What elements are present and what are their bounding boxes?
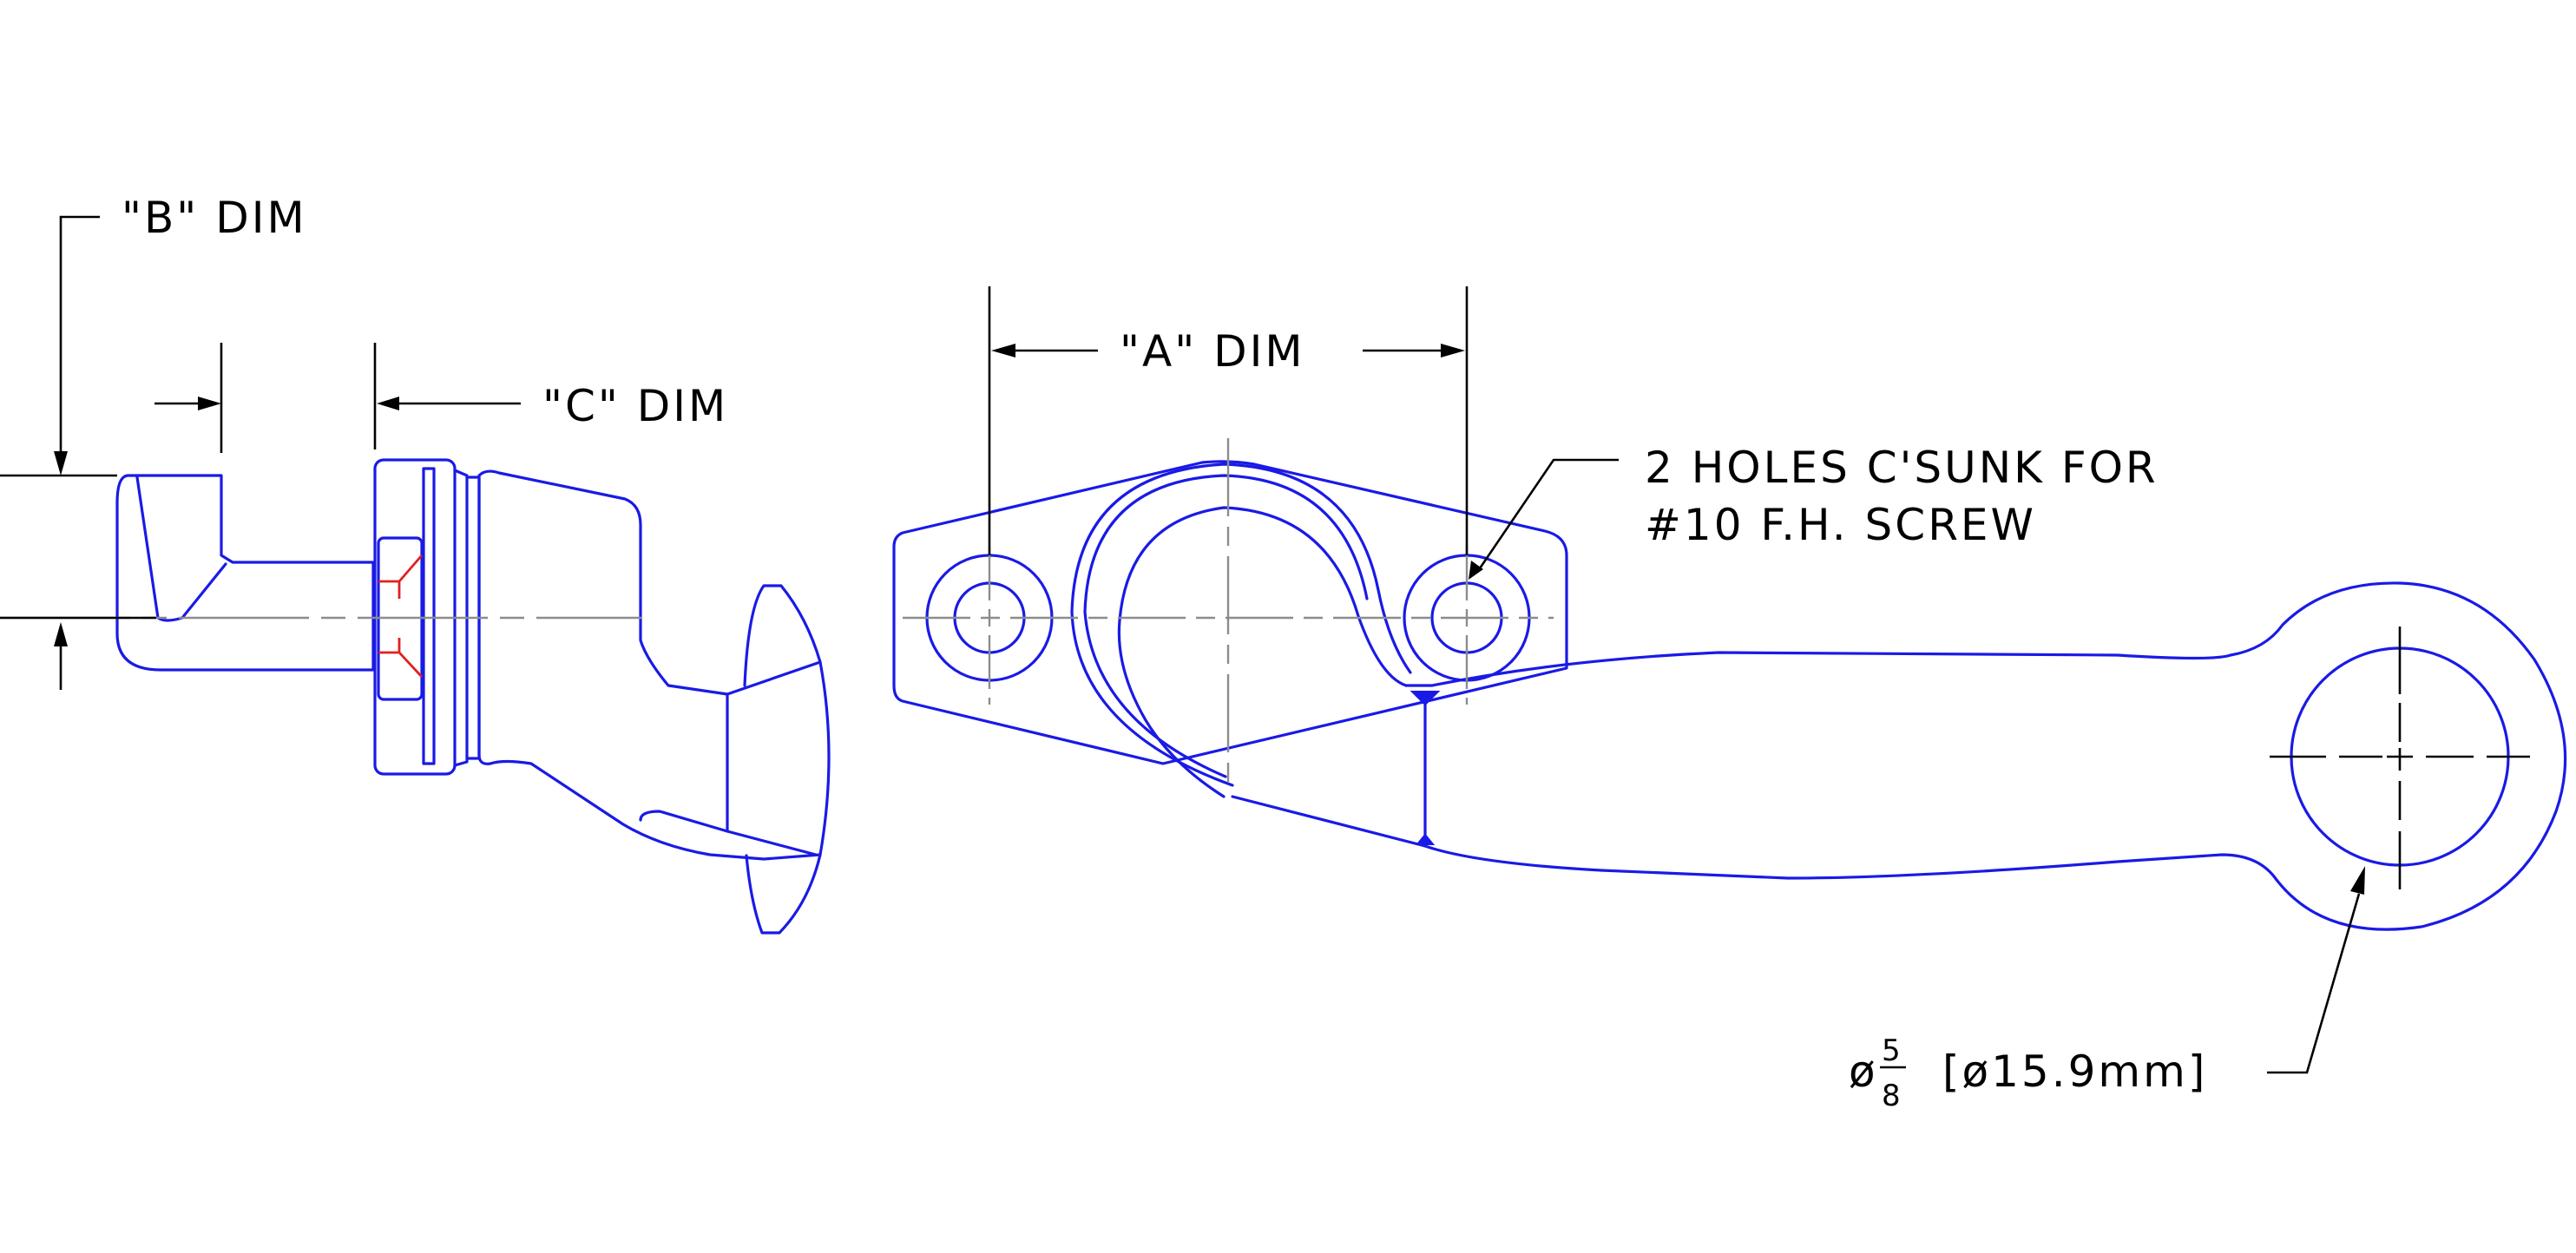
holes-callout: 2 HOLES C'SUNK FOR #10 F.H. SCREW: [1469, 443, 2159, 580]
top-view-handle: [1231, 581, 2567, 931]
holes-callout-line1: 2 HOLES C'SUNK FOR: [1645, 443, 2159, 493]
dim-a-label: "A" DIM: [1120, 326, 1304, 377]
side-view-knob: [743, 584, 822, 687]
dim-b-label: "B" DIM: [122, 193, 307, 243]
diameter-callout: ø 5 8 [ø15.9mm]: [1849, 866, 2365, 1113]
dimension-a: "A" DIM: [988, 286, 1469, 555]
side-view-hook: [115, 474, 375, 672]
top-view-cam: [1070, 462, 1412, 787]
side-view-body: [477, 469, 831, 861]
holes-callout-line2: #10 F.H. SCREW: [1645, 500, 2036, 550]
diameter-denominator: 8: [1882, 1079, 1901, 1113]
hidden-detail: [378, 554, 424, 678]
dim-c-label: "C" DIM: [542, 381, 728, 431]
handle-hole-centerlines: [2270, 626, 2530, 889]
dimension-b: "B" DIM: [0, 193, 307, 690]
diameter-symbol: ø: [1849, 1046, 1878, 1097]
diameter-metric: [ø15.9mm]: [1942, 1046, 2207, 1097]
diameter-numerator: 5: [1882, 1033, 1901, 1068]
top-view-base-plate: [892, 460, 1568, 765]
dimension-c: "C" DIM: [373, 343, 728, 449]
side-view: [0, 458, 831, 935]
